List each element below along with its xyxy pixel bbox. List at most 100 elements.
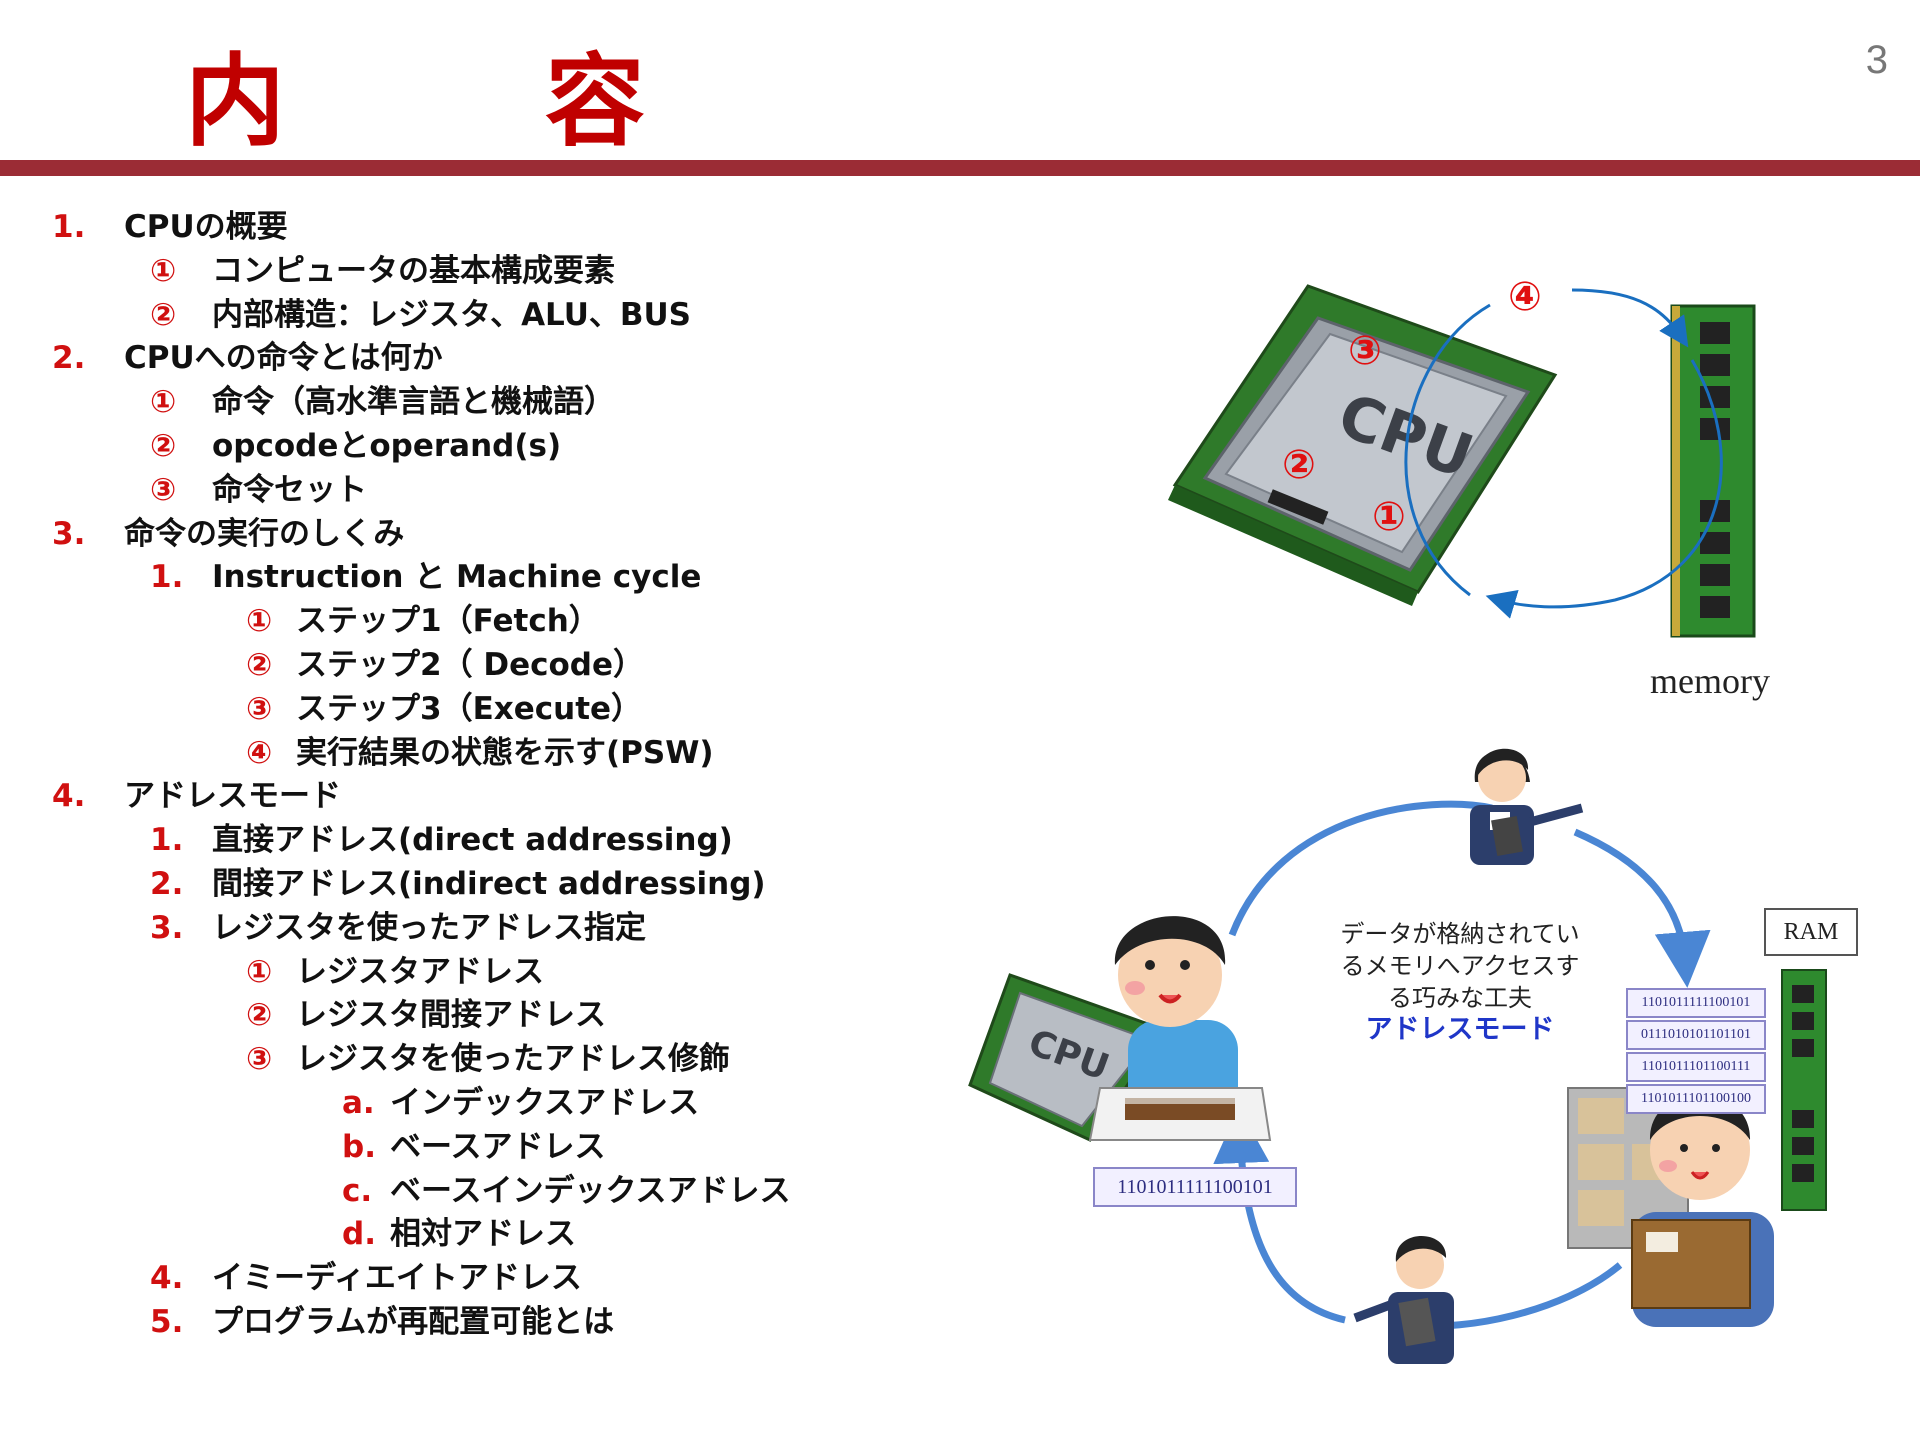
ram-stick-icon xyxy=(1781,969,1827,1211)
outline-text: 実行結果の状態を示す(PSW) xyxy=(296,734,714,771)
ram-bit-string: 0111010101101101 xyxy=(1626,1020,1766,1050)
outline-item-level-1: 5. プログラムが再配置可能とは xyxy=(150,1300,614,1344)
bit-string-box: 1101011111100101 xyxy=(1093,1167,1297,1207)
outline-item-level-2: ② レジスタ間接アドレス xyxy=(246,993,606,1037)
outline-marker: ② xyxy=(150,428,177,464)
ram-bit-string: 1101011101100100 xyxy=(1626,1084,1766,1114)
step-marker-2: ② xyxy=(1282,442,1316,488)
outline-item-level-1: ① コンピュータの基本構成要素 xyxy=(150,249,615,293)
outline-item-level-3: a. インデックスアドレス xyxy=(342,1081,699,1125)
outline-item-level-2: ② ステップ2（ Decode） xyxy=(246,643,644,687)
outline-text: プログラムが再配置可能とは xyxy=(212,1304,615,1340)
outline-text: opcodeとoperand(s) xyxy=(212,428,562,464)
outline-item-level-1: 3. レジスタを使ったアドレス指定 xyxy=(150,906,646,950)
outline-text: レジスタ間接アドレス xyxy=(296,997,606,1034)
outline-item-level-1: ② opcodeとoperand(s) xyxy=(150,424,561,468)
outline-item-level-3: b. ベースアドレス xyxy=(342,1125,605,1169)
outline-marker: ② xyxy=(150,296,177,333)
outline-item-level-0: 2.CPUへの命令とは何か xyxy=(52,336,443,380)
outline-text: ステップ1（Fetch） xyxy=(296,603,600,640)
outline-marker: 4. xyxy=(52,778,86,815)
outline-marker: ② xyxy=(246,997,273,1034)
outline-text: 直接アドレス(direct addressing) xyxy=(212,822,733,859)
ram-bit-string: 1101011111100101 xyxy=(1626,988,1766,1018)
step-marker-3: ③ xyxy=(1348,328,1382,374)
outline-text: ベースアドレス xyxy=(390,1128,606,1165)
caption-line: データが格納されてい xyxy=(1340,920,1580,948)
outline-marker: b. xyxy=(342,1128,376,1165)
memory-module-icon xyxy=(1670,304,1756,638)
outline-marker: 4. xyxy=(150,1260,184,1297)
outline-item-level-1: 1. 直接アドレス(direct addressing) xyxy=(150,818,733,862)
outline-marker: ① xyxy=(150,252,177,289)
outline-marker: ① xyxy=(246,603,273,640)
outline-item-level-3: d. 相対アドレス xyxy=(342,1212,576,1256)
outline-marker: d. xyxy=(342,1216,376,1253)
outline-marker: 3. xyxy=(150,909,184,946)
outline-text: 間接アドレス(indirect addressing) xyxy=(212,866,766,902)
step-marker-4: ④ xyxy=(1508,274,1542,320)
outline-item-level-1: 2. 間接アドレス(indirect addressing) xyxy=(150,862,766,906)
outline-text: CPUの概要 xyxy=(124,209,288,245)
outline-text: 内部構造：レジスタ、ALU、BUS xyxy=(212,296,692,333)
outline-text: 命令の実行のしくみ xyxy=(124,515,405,552)
clerk-person-icon-bottom xyxy=(1353,1235,1454,1364)
outline-marker: 5. xyxy=(150,1304,184,1340)
outline-marker: ④ xyxy=(246,734,273,771)
outline-marker: ② xyxy=(246,647,273,683)
address-mode-caption: データが格納されてい るメモリへアクセスす る巧みな工夫 アドレスモード xyxy=(1300,918,1620,1046)
caption-accent: アドレスモード xyxy=(1365,1014,1555,1045)
outline-text: アドレスモード xyxy=(124,778,341,815)
outline-item-level-2: ① ステップ1（Fetch） xyxy=(246,599,600,643)
caption-line: る巧みな工夫 xyxy=(1388,984,1532,1012)
outline-text: ステップ2（ Decode） xyxy=(296,647,645,683)
step-marker-1: ① xyxy=(1372,494,1406,540)
small-cpu-chip-icon: CPU xyxy=(968,973,1168,1142)
outline-marker: a. xyxy=(342,1085,375,1121)
cycle-arrow xyxy=(1404,288,1723,619)
caption-line: るメモリへアクセスす xyxy=(1340,952,1580,980)
ram-bit-string: 1101011101100111 xyxy=(1626,1052,1766,1082)
outline-text: ベースインデックスアドレス xyxy=(390,1172,791,1209)
outline-item-level-1: 4.イミーディエイトアドレス xyxy=(150,1256,582,1300)
outline-item-level-2: ③ レジスタを使ったアドレス修飾 xyxy=(246,1037,730,1081)
outline-marker: ③ xyxy=(150,471,177,508)
outline-text: 命令（高水準言語と機械語） xyxy=(212,384,615,421)
outline-marker: 3. xyxy=(52,515,86,552)
outline-text: インデックスアドレス xyxy=(390,1085,700,1121)
outline-marker: c. xyxy=(342,1172,373,1209)
slide-title: 内 容 xyxy=(185,43,725,160)
outline-marker: ③ xyxy=(246,1041,273,1078)
outline-item-level-1: ② 内部構造：レジスタ、ALU、BUS xyxy=(150,293,691,337)
clerk-person-icon xyxy=(1470,748,1584,865)
outline-text: レジスタを使ったアドレス指定 xyxy=(212,909,646,946)
outline-text: レジスタアドレス xyxy=(296,953,544,990)
outline-marker: 2. xyxy=(150,866,184,902)
cpu-chip-icon: CPU xyxy=(1168,284,1558,606)
outline-text: 命令セット xyxy=(212,471,367,508)
outline-item-level-1: 1. Instruction と Machine cycle xyxy=(150,555,701,599)
programmer-person-icon xyxy=(1088,916,1272,1141)
outline-item-level-1: ③ 命令セット xyxy=(150,468,367,512)
outline-marker: ① xyxy=(246,953,273,990)
ram-label: RAM xyxy=(1764,908,1858,956)
outline-marker: 1. xyxy=(150,822,184,859)
outline-text: コンピュータの基本構成要素 xyxy=(212,252,615,289)
outline-text: Instruction と Machine cycle xyxy=(212,559,702,596)
outline-marker: 1. xyxy=(52,209,86,245)
outline-item-level-0: 3. 命令の実行のしくみ xyxy=(52,512,404,556)
outline-item-level-0: 4. アドレスモード xyxy=(52,774,341,818)
outline-item-level-0: 1. CPUの概要 xyxy=(52,205,288,249)
outline-item-level-2: ④ 実行結果の状態を示す(PSW) xyxy=(246,731,714,775)
outline-marker: ① xyxy=(150,384,177,421)
outline-item-level-1: ① 命令（高水準言語と機械語） xyxy=(150,380,615,424)
outline-text: CPUへの命令とは何か xyxy=(124,340,443,377)
outline-marker: 1. xyxy=(150,559,184,596)
outline-text: ステップ3（Execute） xyxy=(296,690,643,727)
outline-text: 相対アドレス xyxy=(390,1216,576,1253)
outline-item-level-2: ① レジスタアドレス xyxy=(246,950,544,994)
outline-item-level-3: c. ベースインデックスアドレス xyxy=(342,1169,791,1213)
outline-text: レジスタを使ったアドレス修飾 xyxy=(296,1041,730,1078)
